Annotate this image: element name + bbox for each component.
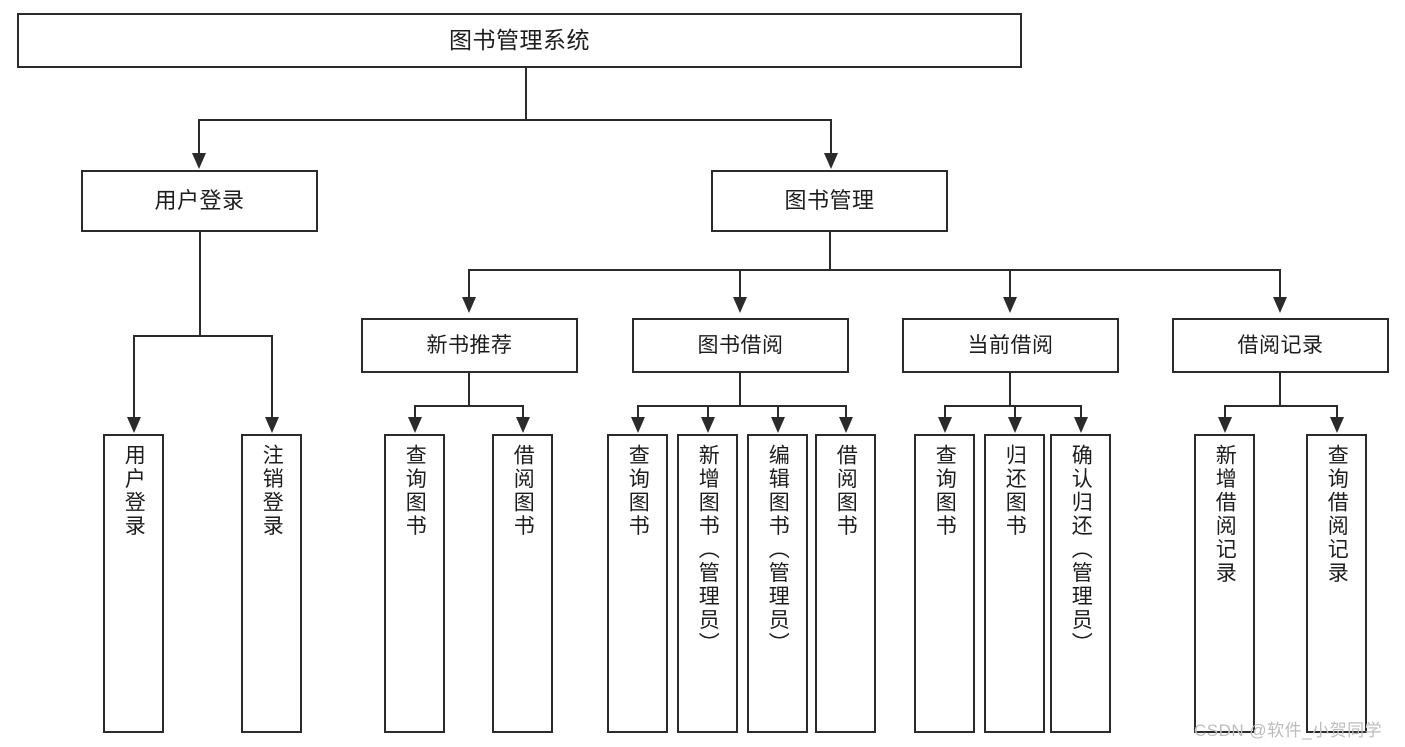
connector-book-mgmt-to-book-borrow (739, 269, 741, 299)
connector-book-mgmt-to-new-book (468, 269, 470, 299)
node-label: 编辑图书（管理员） (766, 444, 790, 656)
leaf-user-login-signout[interactable]: 注销登录 (241, 434, 302, 733)
connector-book-borrow-bus (637, 405, 846, 407)
connector-root-stem (525, 68, 527, 120)
node-label: 用户登录 (154, 187, 245, 213)
node-label: 新增图书（管理员） (696, 444, 720, 656)
connector-book-borrow-leaf-1 (637, 405, 639, 419)
node-current-borrow[interactable]: 当前借阅 (902, 318, 1119, 373)
leaf-new-book-query[interactable]: 查询图书 (384, 434, 445, 733)
node-book-borrow[interactable]: 图书借阅 (632, 318, 849, 373)
connector-book-mgmt-to-current-borrow (1009, 269, 1011, 299)
leaf-book-borrow-lend[interactable]: 借阅图书 (815, 434, 876, 733)
connector-book-borrow-leaf-2 (707, 405, 709, 419)
arrowhead-book-borrow-leaf-4 (839, 417, 853, 433)
connector-borrow-record-bus (1224, 405, 1338, 407)
leaf-current-borrow-return[interactable]: 归还图书 (984, 434, 1045, 733)
arrowhead-book-borrow-leaf-3 (771, 417, 785, 433)
node-label: 确认归还（管理员） (1069, 444, 1093, 656)
node-label: 新增借阅记录 (1213, 444, 1237, 585)
connector-book-mgmt-bus (468, 269, 1281, 271)
connector-root-bus (198, 119, 832, 121)
arrowhead-root-to-book-mgmt (824, 153, 838, 169)
connector-book-borrow-stem (739, 373, 741, 406)
connector-user-login-leaf-2 (271, 335, 273, 419)
arrowhead-book-mgmt-to-book-borrow (733, 297, 747, 313)
connector-root-to-user-login (198, 119, 200, 155)
arrowhead-user-login-leaf-1 (127, 417, 141, 433)
arrowhead-root-to-user-login (192, 153, 206, 169)
node-borrow-record[interactable]: 借阅记录 (1172, 318, 1389, 373)
connector-new-book-leaf-2 (522, 405, 524, 419)
node-label: 图书借阅 (697, 333, 784, 357)
arrowhead-current-borrow-leaf-1 (938, 417, 952, 433)
connector-new-book-leaf-1 (414, 405, 416, 419)
node-label: 当前借阅 (967, 333, 1054, 357)
connector-user-login-bus (133, 335, 273, 337)
arrowhead-current-borrow-leaf-3 (1074, 417, 1088, 433)
connector-current-borrow-bus (944, 405, 1082, 407)
node-label: 借阅图书 (834, 444, 858, 538)
leaf-book-borrow-add[interactable]: 新增图书（管理员） (677, 434, 738, 733)
leaf-book-borrow-edit[interactable]: 编辑图书（管理员） (747, 434, 808, 733)
node-label: 注销登录 (260, 444, 284, 538)
connector-current-borrow-leaf-3 (1080, 405, 1082, 419)
node-label: 借阅记录 (1237, 333, 1324, 357)
arrowhead-current-borrow-leaf-2 (1008, 417, 1022, 433)
arrowhead-borrow-record-leaf-1 (1218, 417, 1232, 433)
connector-book-mgmt-to-borrow-record (1279, 269, 1281, 299)
connector-book-borrow-leaf-4 (845, 405, 847, 419)
leaf-borrow-record-query[interactable]: 查询借阅记录 (1306, 434, 1367, 733)
arrowhead-book-borrow-leaf-2 (701, 417, 715, 433)
node-label: 查询借阅记录 (1325, 444, 1349, 585)
leaf-new-book-borrow[interactable]: 借阅图书 (492, 434, 553, 733)
leaf-book-borrow-query[interactable]: 查询图书 (607, 434, 668, 733)
node-label: 归还图书 (1003, 444, 1027, 538)
node-label: 查询图书 (403, 444, 427, 538)
node-root-system[interactable]: 图书管理系统 (17, 13, 1022, 68)
node-new-book-recommend[interactable]: 新书推荐 (361, 318, 578, 373)
connector-user-login-stem (199, 232, 201, 336)
arrowhead-new-book-leaf-1 (408, 417, 422, 433)
arrowhead-book-borrow-leaf-1 (631, 417, 645, 433)
leaf-current-borrow-confirm-return[interactable]: 确认归还（管理员） (1050, 434, 1111, 733)
connector-current-borrow-leaf-2 (1014, 405, 1016, 419)
connector-current-borrow-leaf-1 (944, 405, 946, 419)
connector-current-borrow-stem (1009, 373, 1011, 406)
connector-new-book-stem (468, 373, 470, 406)
node-label: 查询图书 (626, 444, 650, 538)
connector-new-book-bus (414, 405, 524, 407)
node-label: 图书管理 (784, 187, 875, 213)
node-user-login[interactable]: 用户登录 (81, 170, 318, 232)
connector-borrow-record-leaf-1 (1224, 405, 1226, 419)
arrowhead-book-mgmt-to-new-book (462, 297, 476, 313)
connector-root-to-book-mgmt (830, 119, 832, 155)
connector-borrow-record-leaf-2 (1336, 405, 1338, 419)
leaf-user-login-signin[interactable]: 用户登录 (103, 434, 164, 733)
arrowhead-borrow-record-leaf-2 (1330, 417, 1344, 433)
arrowhead-user-login-leaf-2 (265, 417, 279, 433)
node-label: 查询图书 (933, 444, 957, 538)
node-label: 新书推荐 (426, 333, 513, 357)
arrowhead-new-book-leaf-2 (516, 417, 530, 433)
connector-borrow-record-stem (1279, 373, 1281, 406)
node-label: 图书管理系统 (449, 27, 590, 54)
connector-book-borrow-leaf-3 (777, 405, 779, 419)
leaf-borrow-record-add[interactable]: 新增借阅记录 (1194, 434, 1255, 733)
arrowhead-book-mgmt-to-borrow-record (1273, 297, 1287, 313)
leaf-current-borrow-query[interactable]: 查询图书 (914, 434, 975, 733)
node-label: 借阅图书 (511, 444, 535, 538)
node-book-management[interactable]: 图书管理 (711, 170, 948, 232)
connector-user-login-leaf-1 (133, 335, 135, 419)
connector-book-mgmt-stem (829, 232, 831, 270)
arrowhead-book-mgmt-to-current-borrow (1003, 297, 1017, 313)
node-label: 用户登录 (122, 444, 146, 538)
